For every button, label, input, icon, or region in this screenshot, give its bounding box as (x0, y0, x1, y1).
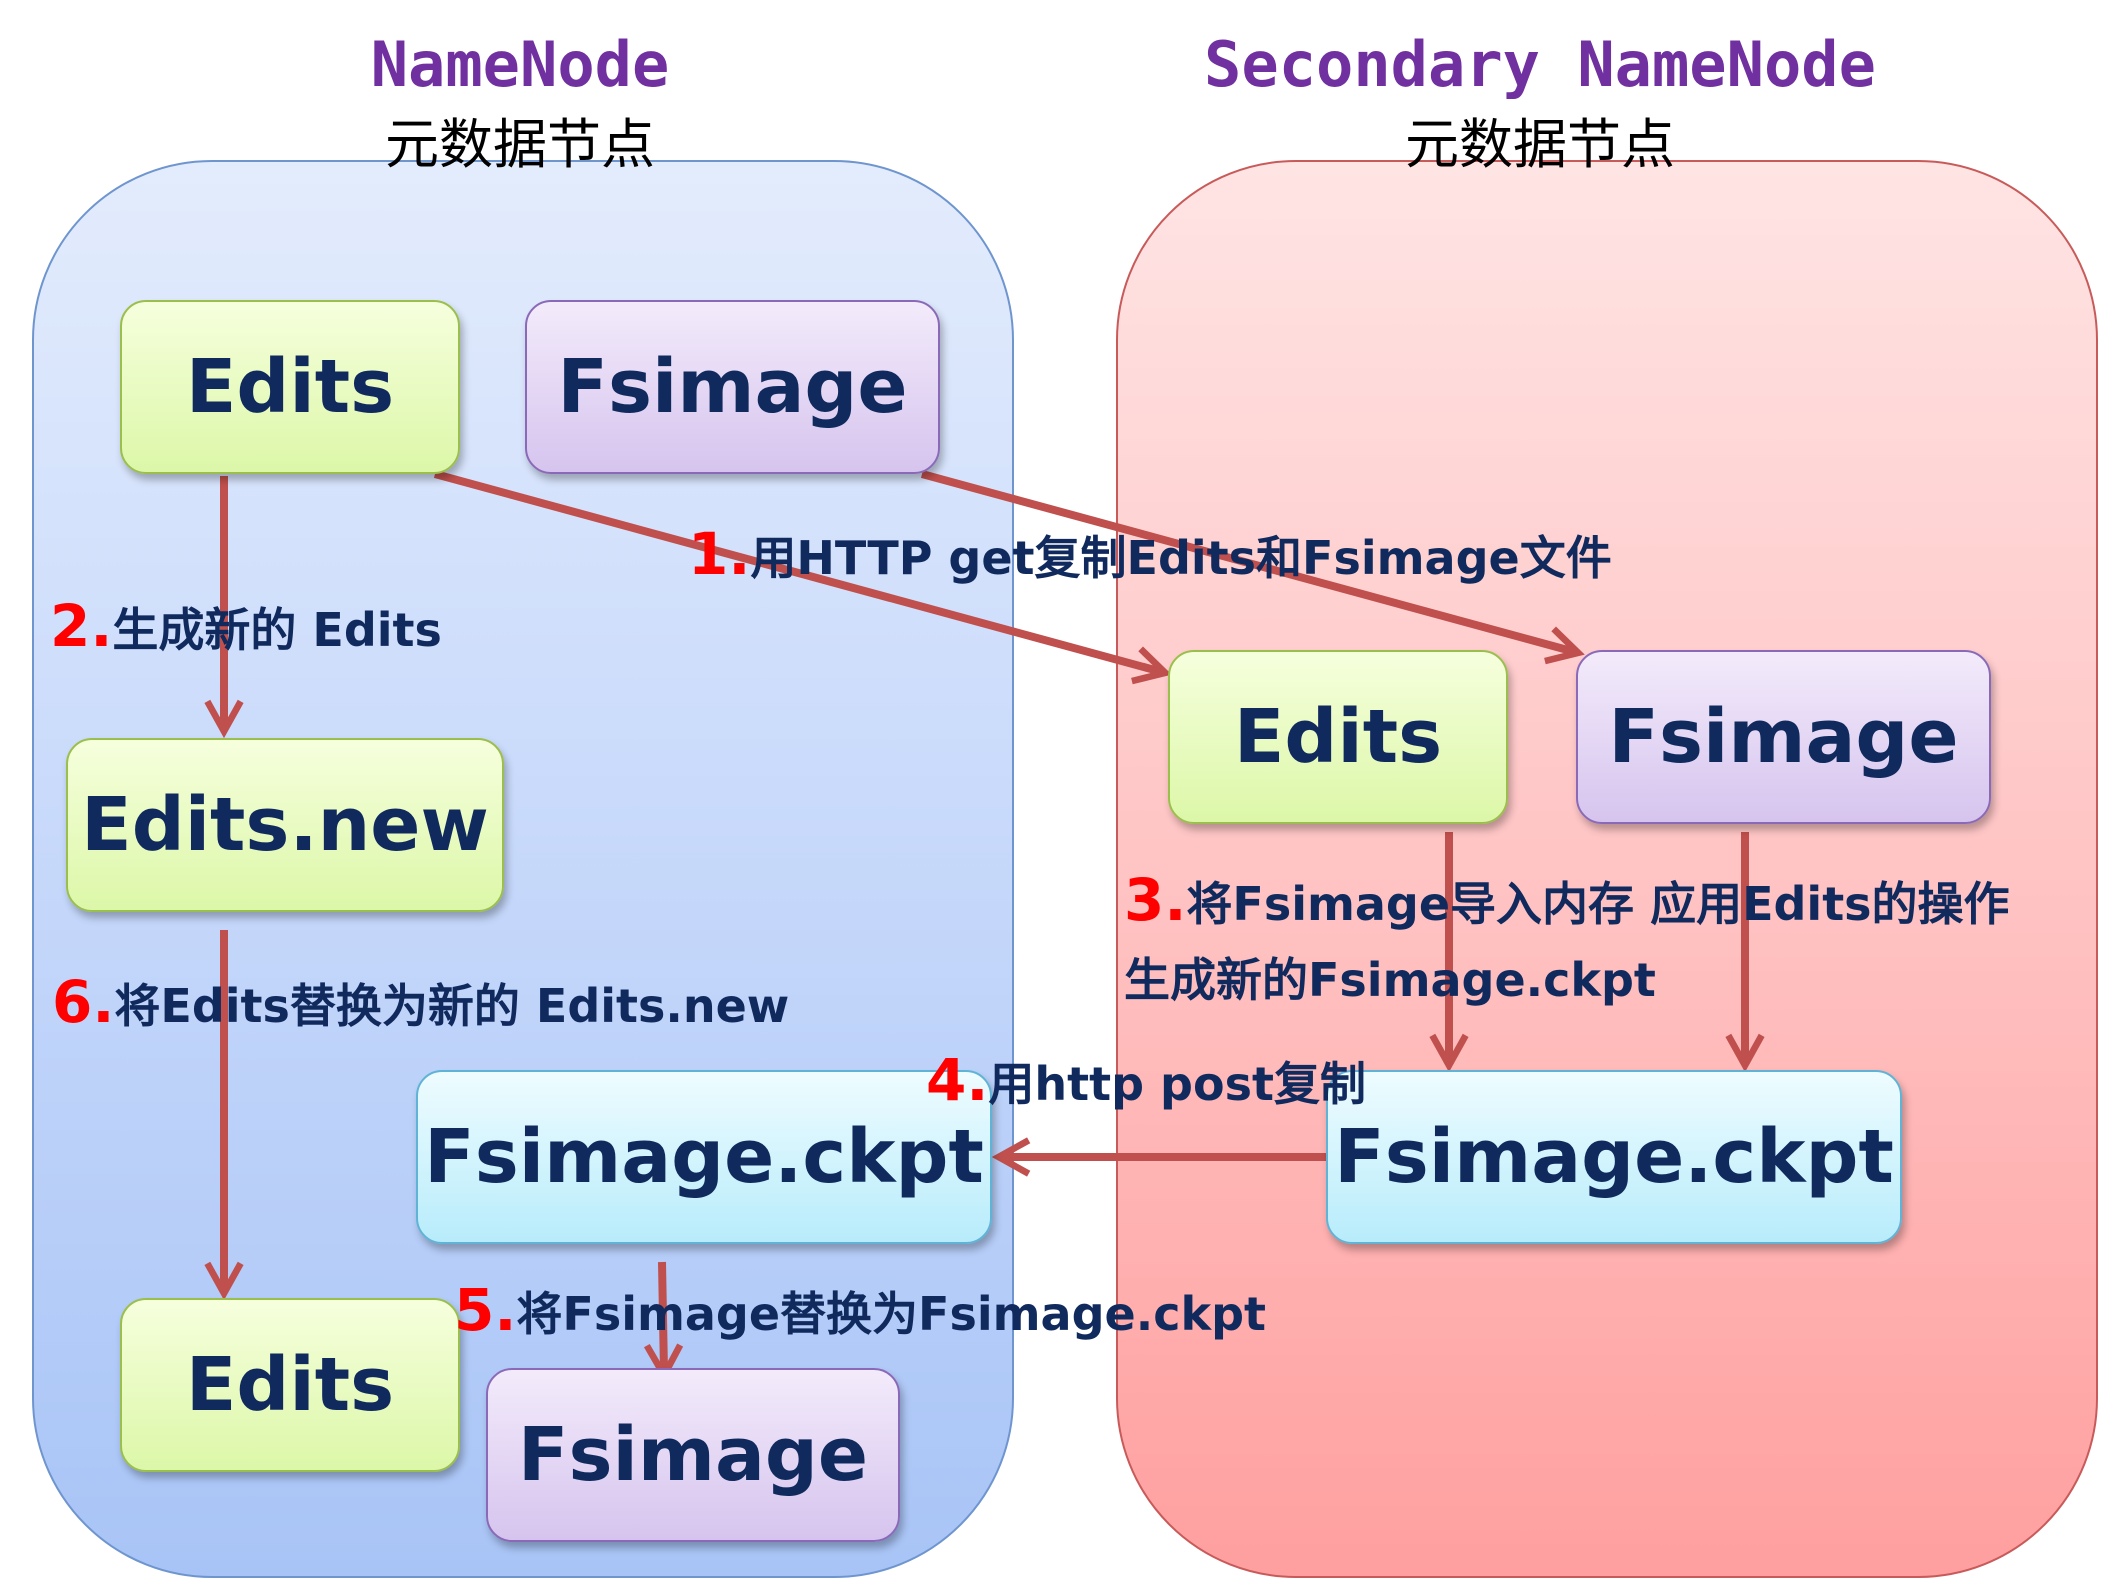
step-4-text: 用http post复制 (988, 1057, 1366, 1111)
step-4-number: 4. (926, 1046, 989, 1114)
step-4-label: 4.用http post复制 (926, 1046, 1366, 1114)
namenode-final-fsimage-box: Fsimage (486, 1368, 900, 1542)
arrow-copy-edits (433, 470, 1162, 672)
step-5-text: 将Fsimage替换为Fsimage.ckpt (516, 1287, 1266, 1341)
step-3-label: 3.将Fsimage导入内存 应用Edits的操作 (1124, 866, 2010, 934)
secondary-fsimage-ckpt-box: Fsimage.ckpt (1326, 1070, 1902, 1244)
arrow-replace-fsimage (662, 1261, 664, 1372)
secondary-namenode-subtitle: 元数据节点 (1405, 113, 1675, 176)
step-2-label: 2.生成新的 Edits (50, 592, 442, 660)
arrow-copy-fsimage (920, 470, 1575, 652)
step-2-number: 2. (50, 592, 113, 660)
step-6-text: 将Edits替换为新的 Edits.new (114, 979, 790, 1033)
step-6-label: 6.将Edits替换为新的 Edits.new (52, 968, 789, 1036)
namenode-edits-box: Edits (120, 300, 460, 474)
secondary-namenode-panel (1116, 160, 2098, 1578)
namenode-subtitle: 元数据节点 (385, 113, 655, 176)
step-6-number: 6. (52, 968, 115, 1036)
namenode-final-edits-box: Edits (120, 1298, 460, 1472)
namenode-title: NameNode (370, 28, 670, 101)
step-2-text: 生成新的 Edits (112, 603, 442, 657)
step-1-text: 用HTTP get复制Edits和Fsimage文件 (750, 531, 1612, 585)
step-3-number: 3. (1124, 866, 1187, 934)
step-3-label-line2: 生成新的Fsimage.ckpt (1124, 944, 1656, 1010)
step-1-number: 1. (688, 520, 751, 588)
step-3-text-line2: 生成新的Fsimage.ckpt (1124, 953, 1656, 1007)
step-5-label: 5.将Fsimage替换为Fsimage.ckpt (454, 1276, 1266, 1344)
step-5-number: 5. (454, 1276, 517, 1344)
namenode-edits-new-box: Edits.new (66, 738, 504, 912)
secondary-fsimage-box: Fsimage (1576, 650, 1991, 824)
namenode-fsimage-box: Fsimage (525, 300, 940, 474)
step-3-text: 将Fsimage导入内存 应用Edits的操作 (1186, 877, 2010, 931)
namenode-fsimage-ckpt-box: Fsimage.ckpt (416, 1070, 992, 1244)
step-1-label: 1.用HTTP get复制Edits和Fsimage文件 (688, 520, 1612, 588)
secondary-edits-box: Edits (1168, 650, 1508, 824)
secondary-namenode-title: Secondary NameNode (1204, 28, 1876, 101)
